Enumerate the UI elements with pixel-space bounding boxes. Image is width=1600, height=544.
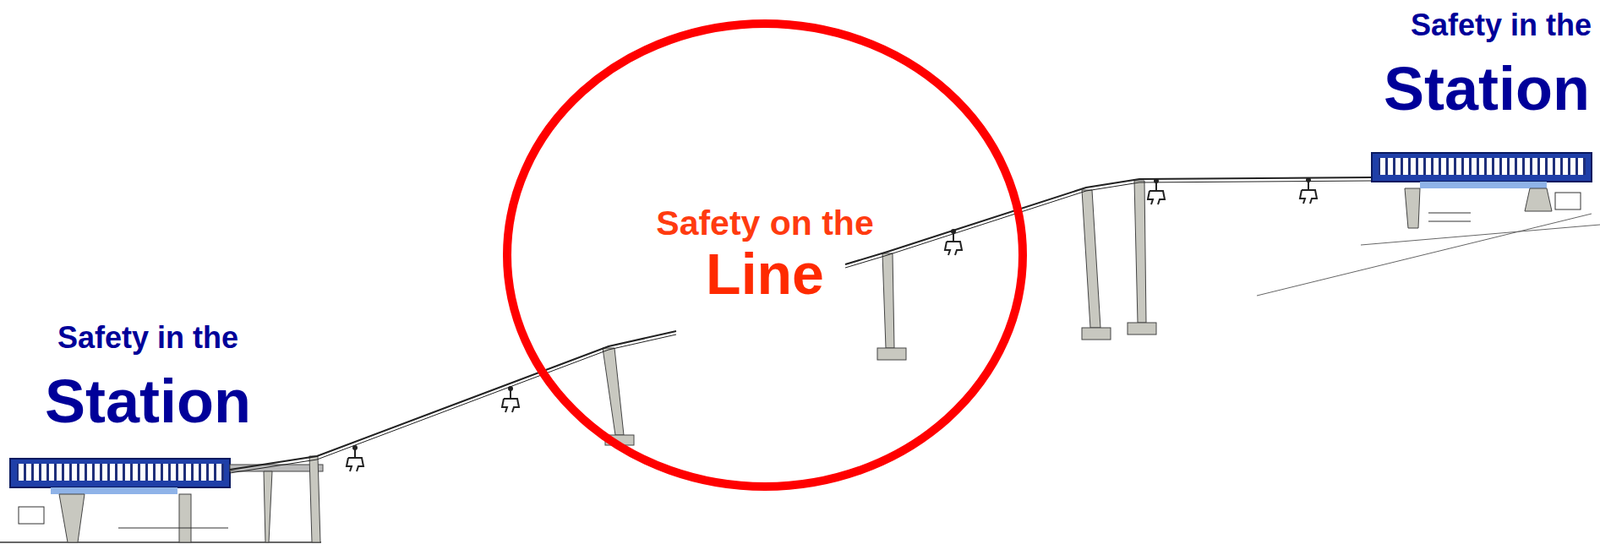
- station-title: Station: [44, 368, 252, 436]
- station-heading: Safety in the: [57, 321, 239, 355]
- station-heading: Safety in the: [1410, 8, 1592, 43]
- line-heading: Safety on the: [655, 204, 874, 243]
- station-title: Station: [1383, 55, 1590, 123]
- line-title: Line: [705, 242, 825, 306]
- highlight-circle: Safety on theLine: [502, 18, 1028, 492]
